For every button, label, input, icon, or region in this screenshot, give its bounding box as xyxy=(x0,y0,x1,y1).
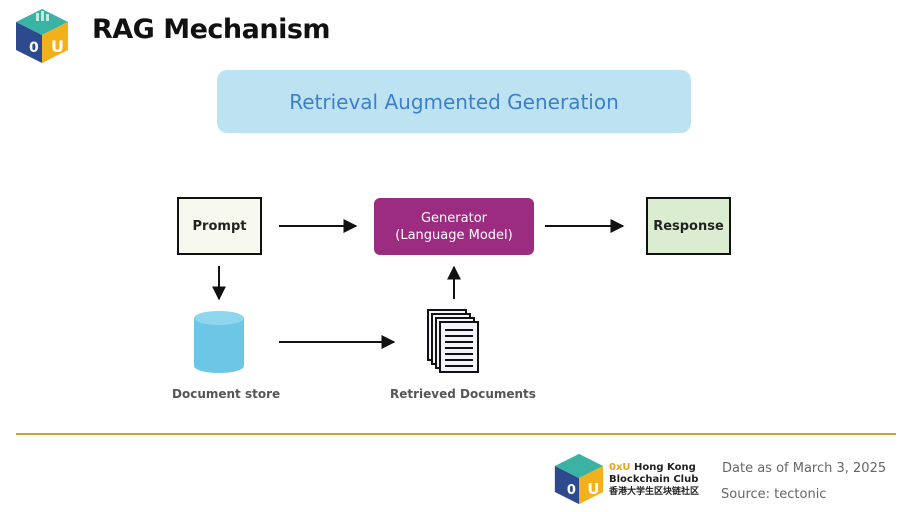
svg-text:0: 0 xyxy=(29,40,39,56)
date-note: Date as of March 3, 2025 xyxy=(722,461,887,476)
document-store-caption: Document store xyxy=(172,387,281,401)
club-brand: 0xU xyxy=(609,462,631,473)
retrieved-documents-caption: Retrieved Documents xyxy=(390,387,536,401)
database-icon xyxy=(194,311,244,373)
documents-stack-icon xyxy=(427,309,479,373)
generator-sublabel: (Language Model) xyxy=(395,227,513,243)
generator-box: Generator (Language Model) xyxy=(374,198,534,255)
response-label: Response xyxy=(653,218,724,234)
prompt-box: Prompt xyxy=(177,197,262,255)
footer-club-logo-icon: 0 U xyxy=(554,453,604,505)
generator-label: Generator xyxy=(420,210,487,226)
page-title: RAG Mechanism xyxy=(92,14,331,45)
source-note: Source: tectonic xyxy=(721,487,827,502)
svg-text:U: U xyxy=(51,37,64,56)
svg-text:U: U xyxy=(587,480,599,498)
svg-text:0: 0 xyxy=(567,483,576,498)
club-name: 0xU Hong Kong Blockchain Club 香港大学生区块链社区 xyxy=(609,462,699,498)
club-line1: Hong Kong xyxy=(634,462,696,473)
prompt-label: Prompt xyxy=(192,218,247,234)
club-logo-icon: 0 U xyxy=(16,9,68,63)
club-line2: Blockchain Club xyxy=(609,474,699,485)
rag-banner: Retrieval Augmented Generation xyxy=(217,70,691,133)
response-box: Response xyxy=(646,197,731,255)
divider-line xyxy=(16,433,896,435)
club-line3: 香港大学生区块链社区 xyxy=(609,487,700,497)
